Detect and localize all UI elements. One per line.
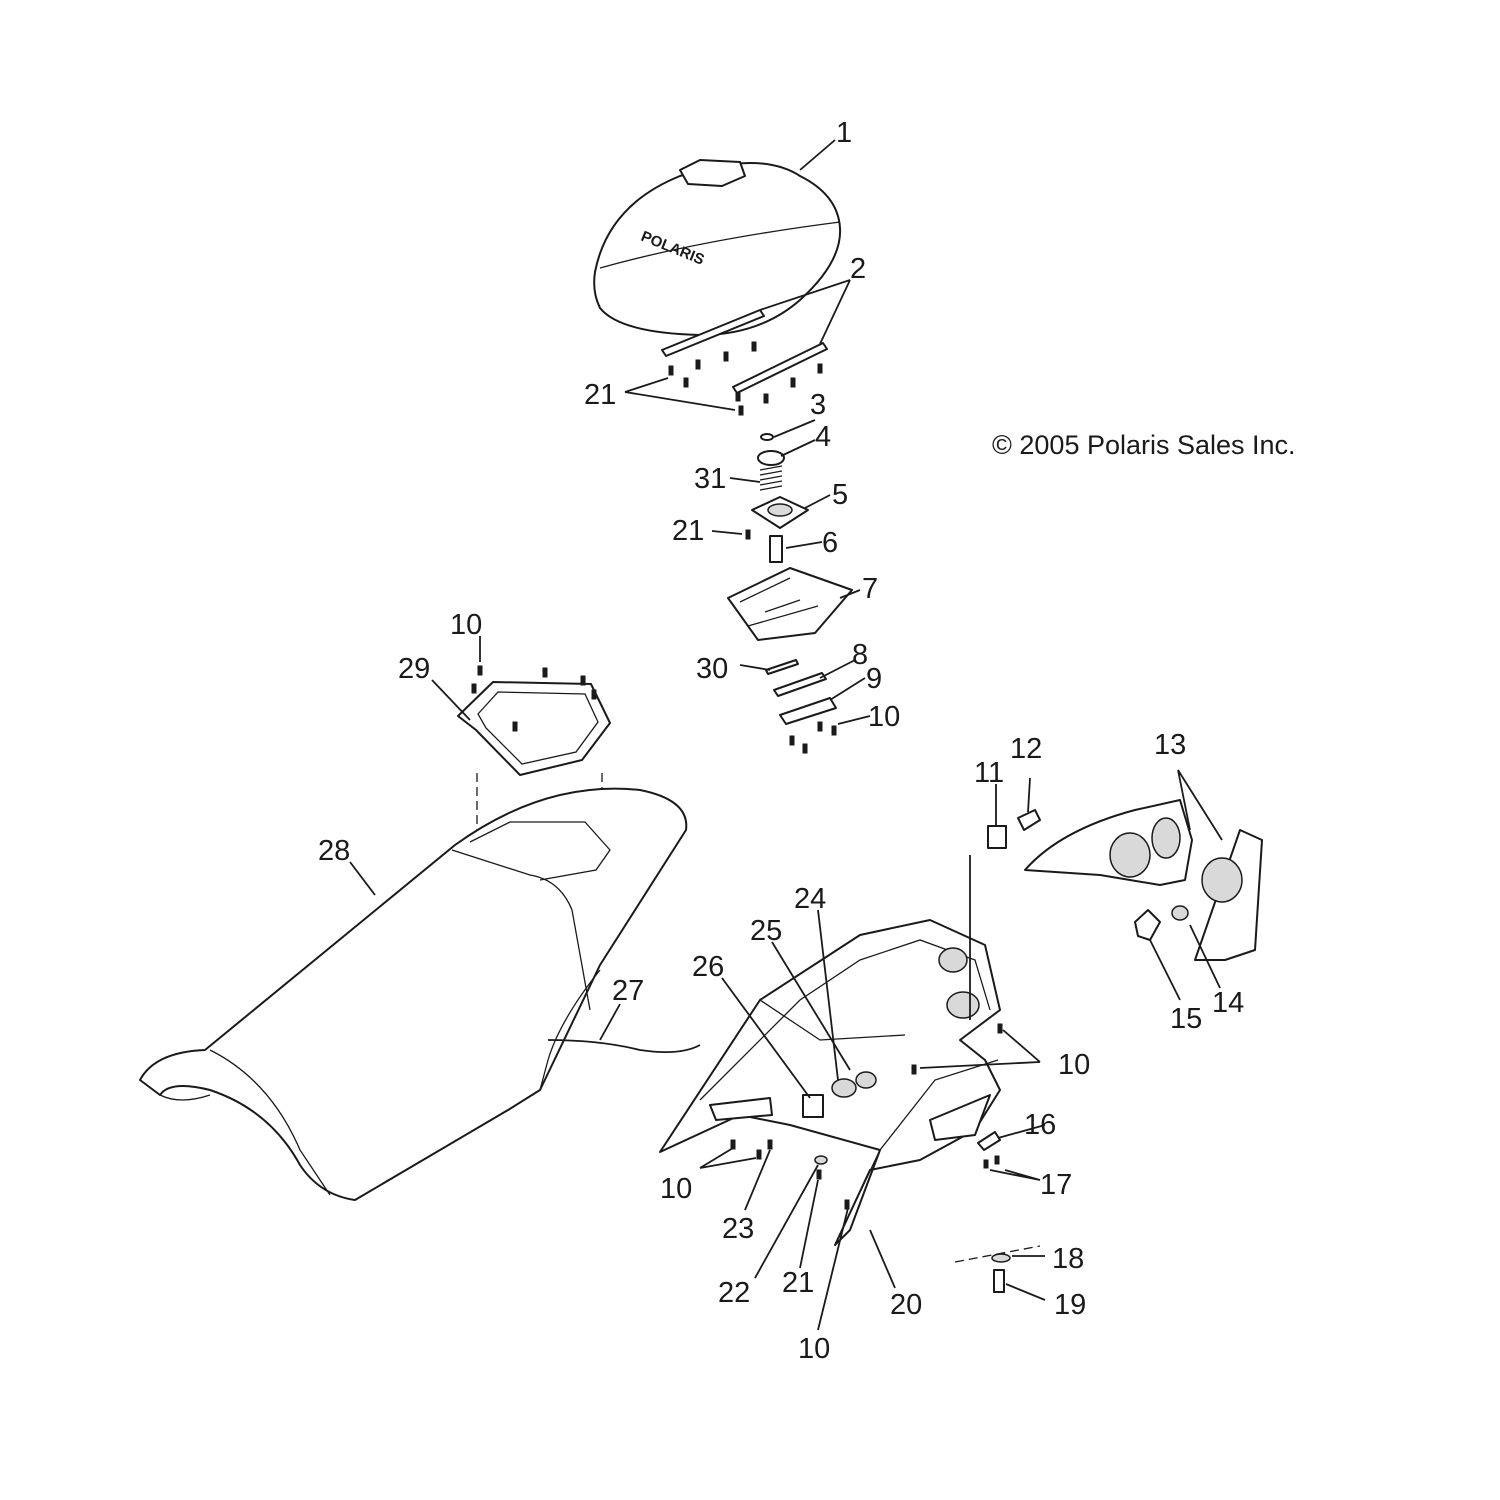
callout-19: 19 (1054, 1289, 1086, 1321)
callout-26: 26 (692, 951, 724, 983)
callout-24: 24 (794, 883, 826, 915)
callout-28: 28 (318, 835, 350, 867)
copyright-notice: © 2005 Polaris Sales Inc. (992, 430, 1296, 460)
callout-7: 7 (862, 573, 878, 605)
leader-lines (349, 139, 1223, 1331)
storage-tray (457, 665, 611, 776)
callout-11: 11 (974, 757, 1004, 789)
callout-25: 25 (750, 915, 782, 947)
callout-2: 2 (850, 253, 866, 285)
callout-1: 1 (836, 117, 852, 149)
tail-lamp-housing (1024, 799, 1263, 961)
rear-fender (659, 919, 1001, 1246)
callout-labels: 1 2 21 3 4 31 5 21 6 7 10 29 30 8 9 10 1… (318, 117, 1244, 1365)
callout-3: 3 (810, 389, 826, 421)
latch-bracket (727, 567, 853, 641)
callout-5: 5 (832, 479, 848, 511)
latch-assembly (745, 433, 809, 563)
callout-30: 30 (696, 653, 728, 685)
callout-21: 21 (782, 1267, 814, 1299)
latch-hardware (765, 659, 837, 754)
callout-10: 10 (450, 609, 482, 641)
callout-14: 14 (1212, 987, 1244, 1019)
callout-21: 21 (584, 379, 616, 411)
callout-10: 10 (798, 1333, 830, 1365)
callout-27: 27 (612, 975, 644, 1007)
callout-15: 15 (1170, 1003, 1202, 1035)
bulb-parts (987, 809, 1041, 849)
seat-screws (668, 341, 823, 416)
latch-cable (547, 1039, 701, 1054)
callout-10: 10 (868, 701, 900, 733)
lamp-bulbs (1134, 905, 1189, 941)
callout-13: 13 (1154, 729, 1186, 761)
callout-29: 29 (398, 653, 430, 685)
fender-hardware (730, 1023, 1003, 1210)
callout-8: 8 (852, 639, 868, 671)
callout-12: 12 (1010, 733, 1042, 765)
lower-hardware (954, 1131, 1041, 1293)
callout-18: 18 (1052, 1243, 1084, 1275)
callout-17: 17 (1040, 1169, 1072, 1201)
callout-9: 9 (866, 663, 882, 695)
callout-6: 6 (822, 527, 838, 559)
main-seat (139, 787, 688, 1201)
callout-10: 10 (1058, 1049, 1090, 1081)
callout-4: 4 (815, 421, 831, 453)
callout-22: 22 (718, 1277, 750, 1309)
mounting-strips (661, 309, 828, 394)
callout-23: 23 (722, 1213, 754, 1245)
callout-10: 10 (660, 1173, 692, 1205)
callout-20: 20 (890, 1289, 922, 1321)
rear-seat-cushion: POLARIS (593, 159, 842, 336)
callout-16: 16 (1024, 1109, 1056, 1141)
callout-31: 31 (694, 463, 726, 495)
callout-21: 21 (672, 515, 704, 547)
